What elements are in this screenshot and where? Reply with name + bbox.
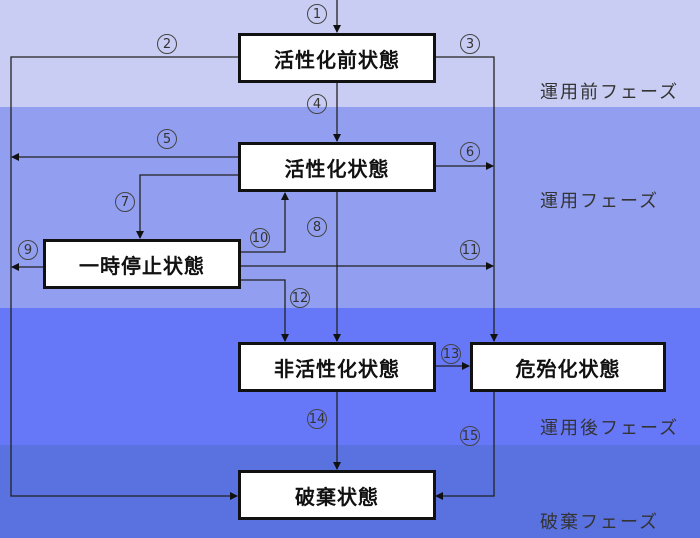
state-suspended: 一時停止状態 (43, 239, 241, 289)
transition-number-4: 4 (307, 94, 327, 114)
arrow-7 (136, 174, 238, 239)
transition-number-7: 7 (115, 192, 135, 212)
state-deactivated: 非活性化状態 (238, 342, 436, 392)
phase-label-pre-operation: 運用前フェーズ (540, 82, 680, 103)
transition-number-12: 12 (290, 288, 310, 308)
state-active: 活性化状態 (238, 142, 436, 192)
phase-label-destruction: 破棄フェーズ (540, 512, 660, 533)
transition-number-9: 9 (18, 240, 38, 260)
arrow-15 (435, 392, 495, 500)
arrow-10 (240, 192, 289, 253)
transition-number-6: 6 (460, 142, 480, 162)
transition-number-1: 1 (307, 4, 327, 24)
transition-number-10: 10 (250, 228, 270, 248)
transition-number-13: 13 (441, 344, 461, 364)
transition-number-11: 11 (460, 240, 480, 260)
phase-label-operation: 運用フェーズ (540, 191, 660, 212)
state-compromised: 危殆化状態 (470, 342, 666, 392)
transition-number-2: 2 (157, 34, 177, 54)
arrow-12 (240, 279, 289, 342)
state-destroyed: 破棄状態 (238, 470, 436, 520)
state-pre-activation: 活性化前状態 (238, 33, 436, 83)
transition-number-14: 14 (307, 409, 327, 429)
arrow-2 (10, 56, 238, 500)
transition-number-8: 8 (307, 217, 327, 237)
arrow-3 (435, 56, 498, 342)
phase-label-post-operation: 運用後フェーズ (540, 418, 680, 439)
transition-number-3: 3 (460, 34, 480, 54)
transition-number-5: 5 (157, 129, 177, 149)
transition-number-15: 15 (460, 426, 480, 446)
